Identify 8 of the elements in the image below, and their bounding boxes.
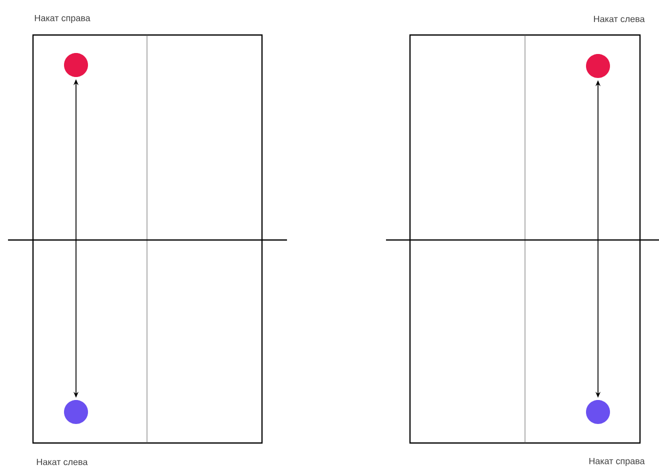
ball <box>64 400 88 424</box>
side-label: Накат слева <box>36 458 88 466</box>
side-label: Накат слева <box>594 16 645 22</box>
side-label: Накат справа <box>34 14 90 24</box>
ball <box>586 54 610 78</box>
side-label: Накат справа <box>589 458 645 466</box>
ball <box>586 400 610 424</box>
ball <box>64 53 88 77</box>
